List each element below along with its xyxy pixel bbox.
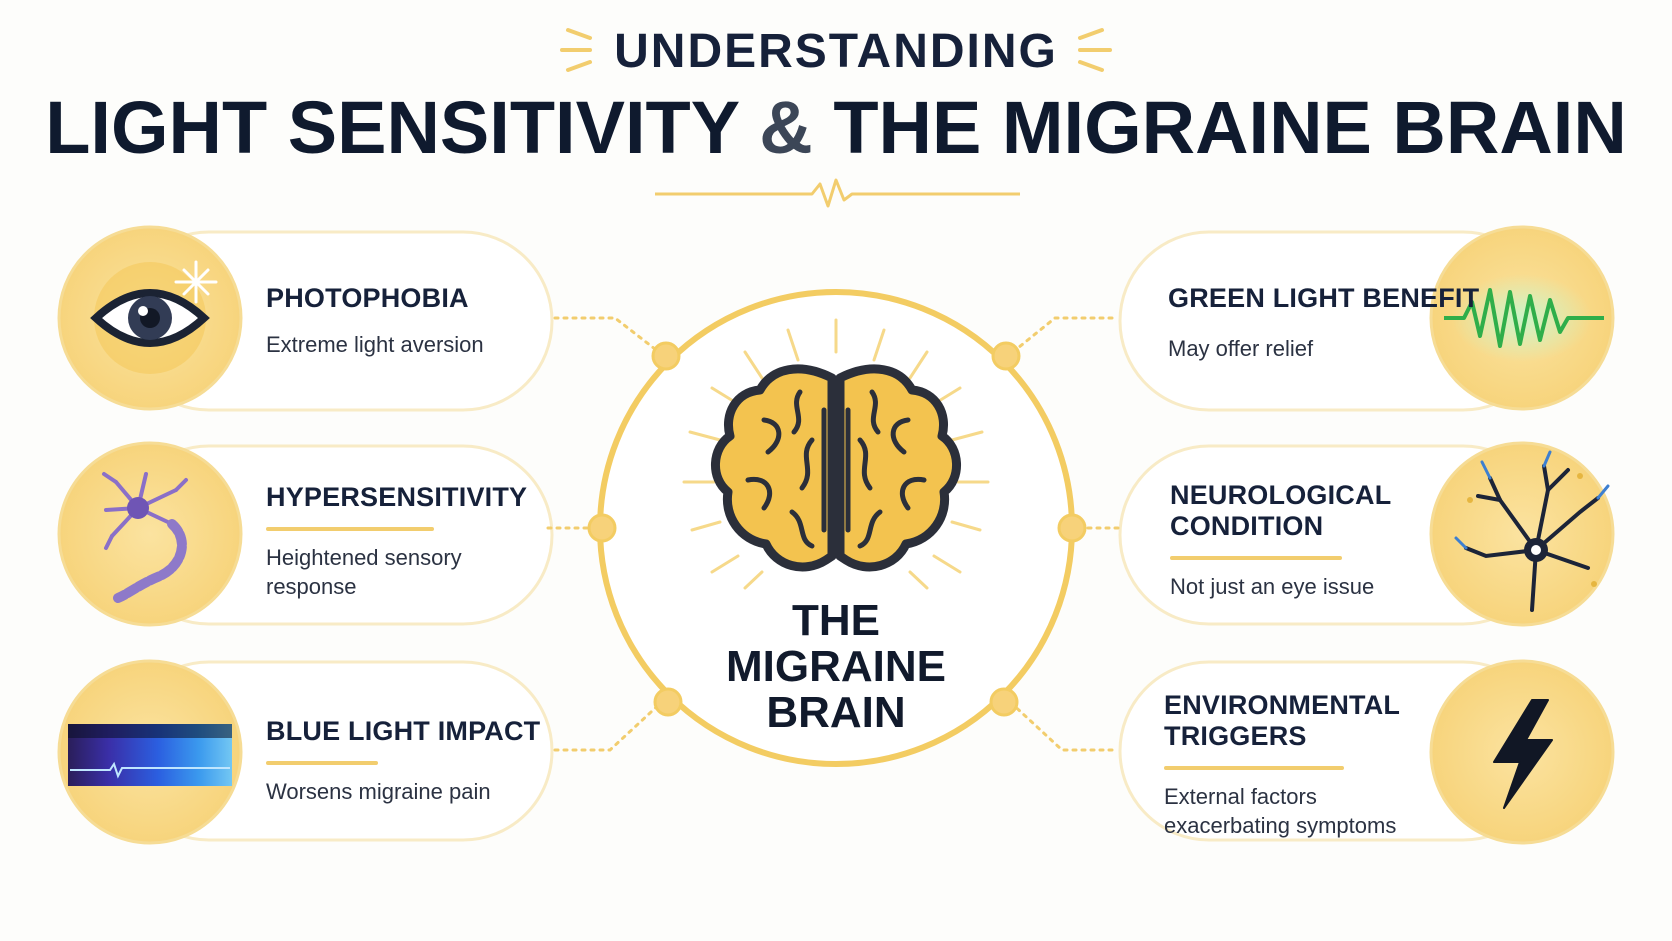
card-green-light-benefit: GREEN LIGHT BENEFIT May offer relief bbox=[1168, 283, 1479, 363]
center-title-line-2: MIGRAINE bbox=[726, 642, 946, 691]
card-title: GREEN LIGHT BENEFIT bbox=[1168, 283, 1480, 313]
card-description: May offer relief bbox=[1168, 336, 1314, 361]
nerve-cell-icon bbox=[1454, 450, 1610, 612]
title-part-2: THE MIGRAINE BRAIN bbox=[833, 86, 1627, 169]
card-hypersensitivity: HYPERSENSITIVITY Heightened sensory resp… bbox=[266, 482, 527, 601]
center-title-line-1: THE bbox=[792, 596, 880, 645]
card-description: Extreme light aversion bbox=[266, 332, 484, 357]
card-neurological-condition: NEUROLOGICAL CONDITION Not just an eye i… bbox=[1170, 480, 1391, 601]
heartbeat-divider bbox=[655, 178, 1020, 208]
card-divider bbox=[266, 761, 378, 765]
card-title-line-2: CONDITION bbox=[1170, 511, 1324, 541]
neurological-circle bbox=[1429, 441, 1615, 627]
eye-icon bbox=[90, 289, 210, 347]
center-title: THE MIGRAINE BRAIN bbox=[700, 598, 972, 736]
blue-spectrum-icon bbox=[68, 724, 232, 786]
card-description-line-2: exacerbating symptoms bbox=[1164, 813, 1397, 838]
card-blue-light-impact: BLUE LIGHT IMPACT Worsens migraine pain bbox=[266, 716, 540, 806]
card-description-line-2: response bbox=[266, 574, 357, 599]
green-wave-icon bbox=[1444, 288, 1604, 348]
card-title: PHOTOPHOBIA bbox=[266, 283, 469, 313]
center-title-line-3: BRAIN bbox=[766, 688, 906, 737]
card-title-line-2: TRIGGERS bbox=[1164, 721, 1307, 751]
card-photophobia: PHOTOPHOBIA Extreme light aversion bbox=[266, 283, 484, 359]
header-pretitle: UNDERSTANDING bbox=[614, 25, 1058, 78]
header-decoration bbox=[560, 28, 1112, 72]
card-divider bbox=[266, 527, 434, 531]
card-divider bbox=[1170, 556, 1342, 560]
neuron-icon bbox=[102, 472, 188, 603]
ring-nodes bbox=[587, 341, 1087, 717]
card-description-line-1: External factors bbox=[1164, 784, 1317, 809]
card-description-line-1: Heightened sensory bbox=[266, 545, 462, 570]
hypersensitivity-circle bbox=[57, 441, 243, 627]
card-title: BLUE LIGHT IMPACT bbox=[266, 716, 541, 746]
title-ampersand: & bbox=[759, 86, 813, 169]
page-title: LIGHT SENSITIVITY & THE MIGRAINE BRAIN bbox=[0, 88, 1672, 168]
card-title: HYPERSENSITIVITY bbox=[266, 482, 528, 512]
card-title-line-1: ENVIRONMENTAL bbox=[1164, 690, 1401, 720]
lightning-bolt-icon bbox=[1493, 699, 1553, 809]
card-environmental-triggers: ENVIRONMENTAL TRIGGERS External factors … bbox=[1164, 690, 1400, 840]
brain-icon bbox=[711, 364, 961, 572]
card-description: Worsens migraine pain bbox=[266, 779, 491, 804]
sparkle-icon bbox=[174, 260, 218, 304]
card-title-line-1: NEUROLOGICAL bbox=[1170, 480, 1392, 510]
title-part-1: LIGHT SENSITIVITY bbox=[45, 86, 739, 169]
brain-rays bbox=[682, 318, 990, 590]
connectors bbox=[546, 316, 1120, 752]
card-description: Not just an eye issue bbox=[1170, 574, 1375, 599]
card-divider bbox=[1164, 766, 1344, 770]
